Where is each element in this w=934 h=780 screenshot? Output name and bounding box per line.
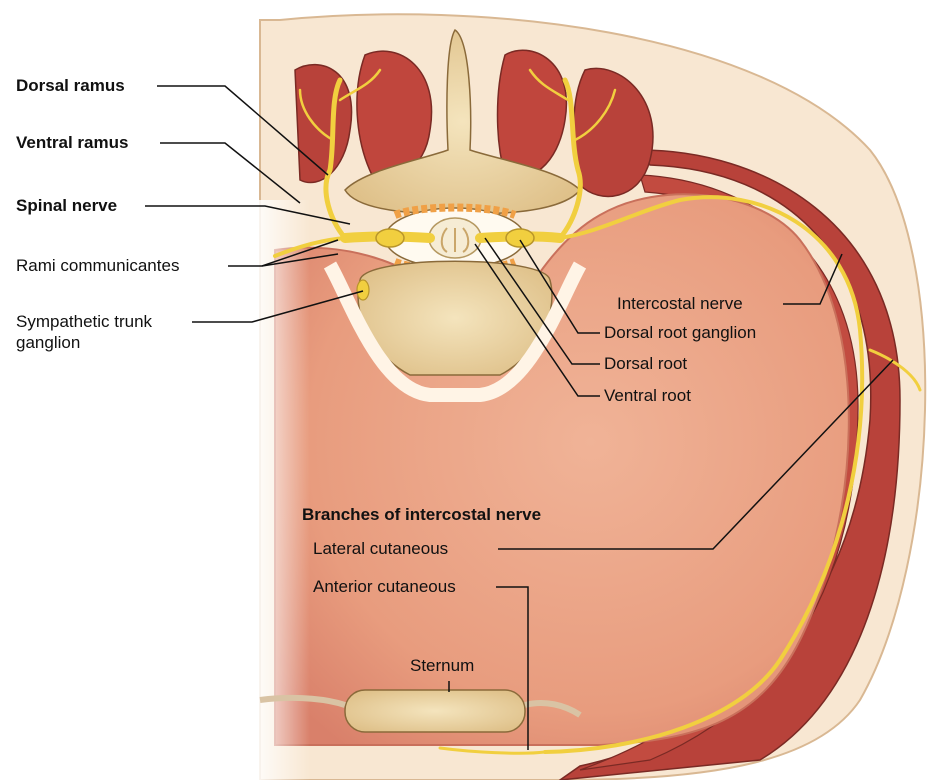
label-anterior-cutaneous: Anterior cutaneous: [313, 577, 456, 597]
label-dorsal-root: Dorsal root: [604, 354, 687, 374]
label-branches-heading: Branches of intercostal nerve: [302, 505, 541, 525]
dorsal-root-ganglion-left: [376, 229, 404, 247]
label-intercostal-nerve: Intercostal nerve: [617, 294, 743, 314]
label-rami-communicantes: Rami communicantes: [16, 256, 179, 276]
label-dorsal-ramus: Dorsal ramus: [16, 76, 125, 96]
label-sympathetic-trunk-ganglion-line2: ganglion: [16, 333, 80, 353]
sympathetic-trunk-ganglion: [357, 280, 369, 300]
label-ventral-root: Ventral root: [604, 386, 691, 406]
dorsal-root-ganglion-right: [506, 229, 534, 247]
label-ventral-ramus: Ventral ramus: [16, 133, 128, 153]
label-lateral-cutaneous: Lateral cutaneous: [313, 539, 448, 559]
sternum-shape: [345, 690, 525, 732]
label-sympathetic-trunk-ganglion-line1: Sympathetic trunk: [16, 312, 152, 332]
label-spinal-nerve: Spinal nerve: [16, 196, 117, 216]
label-dorsal-root-ganglion: Dorsal root ganglion: [604, 323, 756, 343]
label-sternum: Sternum: [410, 656, 474, 676]
